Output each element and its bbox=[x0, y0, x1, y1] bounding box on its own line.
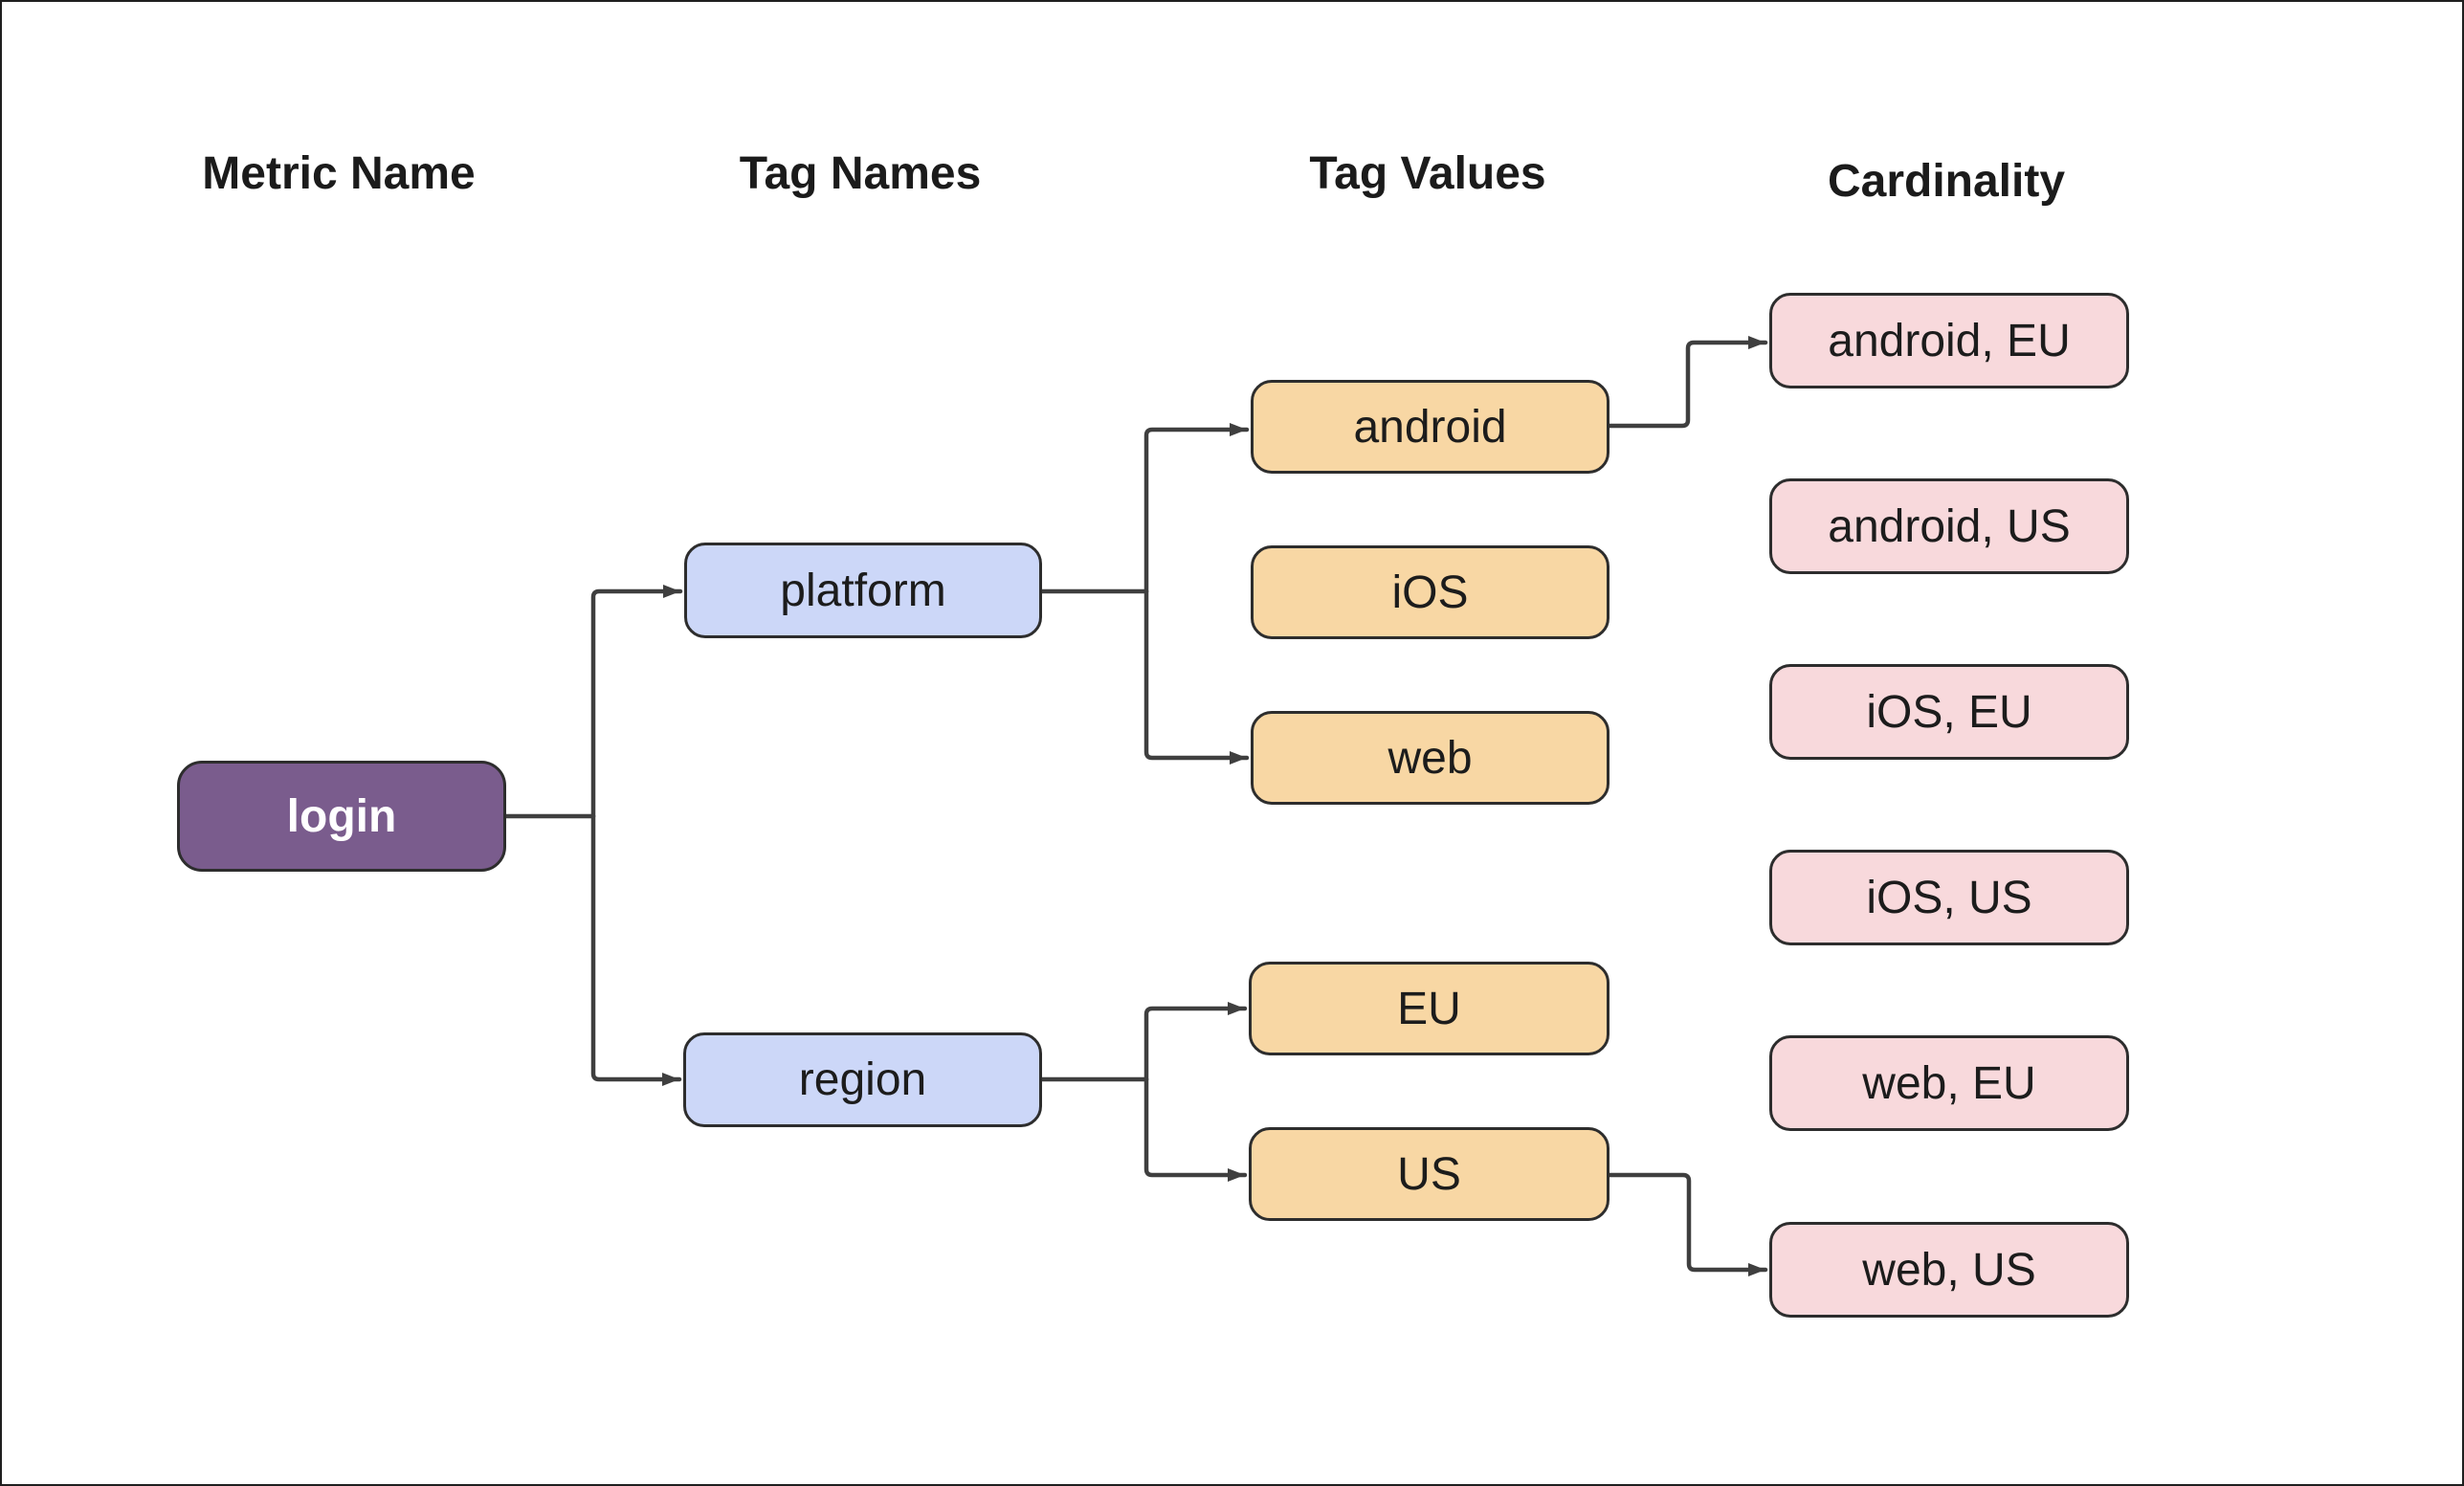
column-header-cardinality: Cardinality bbox=[1827, 156, 2066, 207]
edge-android-android-eu bbox=[1607, 336, 1768, 429]
edge-region-eu bbox=[1143, 1002, 1248, 1082]
edge-us-web-us bbox=[1607, 1172, 1768, 1276]
node-cardinality-web-us: web, US bbox=[1769, 1222, 2129, 1318]
column-header-tag-names: Tag Names bbox=[739, 148, 982, 199]
node-cardinality-ios-eu: iOS, EU bbox=[1769, 664, 2129, 760]
column-header-tag-values: Tag Values bbox=[1309, 148, 1546, 199]
edge-platform-android bbox=[1143, 423, 1250, 594]
edge-region-us bbox=[1143, 1076, 1248, 1182]
node-tagvalue-us: US bbox=[1249, 1127, 1609, 1221]
node-tagvalue-eu: EU bbox=[1249, 962, 1609, 1055]
edge-login-region bbox=[590, 813, 682, 1086]
node-tagname-region: region bbox=[683, 1032, 1042, 1127]
node-cardinality-web-eu: web, EU bbox=[1769, 1035, 2129, 1131]
edge-platform-web bbox=[1143, 588, 1250, 765]
node-tagname-platform: platform bbox=[684, 543, 1042, 638]
edge-login-platform bbox=[590, 585, 683, 819]
column-header-metric-name: Metric Name bbox=[202, 148, 476, 199]
node-cardinality-android-eu: android, EU bbox=[1769, 293, 2129, 388]
node-tagvalue-android: android bbox=[1251, 380, 1609, 474]
node-metric-login: login bbox=[177, 761, 506, 872]
node-cardinality-ios-us: iOS, US bbox=[1769, 850, 2129, 945]
node-tagvalue-web: web bbox=[1251, 711, 1609, 805]
node-cardinality-android-us: android, US bbox=[1769, 478, 2129, 574]
node-tagvalue-ios: iOS bbox=[1251, 545, 1609, 639]
